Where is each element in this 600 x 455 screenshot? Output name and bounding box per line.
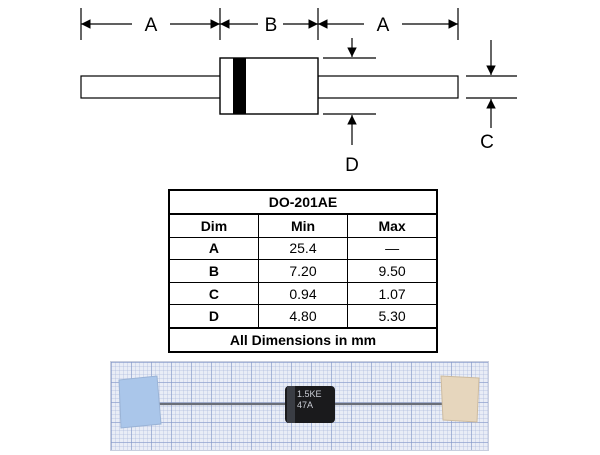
dimension-label-a-right: A: [377, 15, 390, 36]
cell-max: 9.50: [347, 259, 438, 283]
dimension-label-b: B: [265, 15, 278, 36]
lead-right: [317, 75, 459, 99]
cell-dim: B: [168, 259, 259, 283]
cell-min: 0.94: [257, 281, 349, 306]
photo-tape-right: [440, 375, 480, 423]
column-header-dim: Dim: [168, 213, 259, 238]
table-row: C 0.94 1.07: [168, 281, 438, 306]
table-row: A 25.4 —: [168, 236, 438, 261]
cell-dim: A: [168, 236, 259, 261]
dimension-label-c: C: [480, 132, 494, 153]
table-footer-row: All Dimensions in mm: [168, 327, 438, 353]
photo-diode-body: [285, 386, 335, 423]
component-photo: 1.5KE 47A: [110, 361, 489, 451]
cell-min: 7.20: [257, 259, 349, 283]
table-row: B 7.20 9.50: [168, 259, 438, 283]
photo-tape-left: [118, 375, 162, 429]
table-row: D 4.80 5.30: [168, 304, 438, 329]
cell-dim: D: [168, 304, 259, 329]
table-title: DO-201AE: [168, 189, 438, 215]
cell-max: 1.07: [347, 281, 438, 306]
table-title-row: DO-201AE: [168, 189, 438, 215]
photo-diode-band: [287, 386, 295, 423]
dimension-label-a-left: A: [145, 15, 158, 36]
column-header-min: Min: [257, 213, 349, 238]
dimension-d: [323, 38, 376, 145]
dimension-label-d: D: [345, 155, 359, 176]
lead-left: [80, 75, 222, 99]
dimension-c: [466, 40, 517, 128]
table-header-row: Dim Min Max: [168, 213, 438, 238]
cell-min: 25.4: [257, 236, 349, 261]
photo-marking-line1: 1.5KE: [297, 389, 322, 399]
cell-max: 5.30: [347, 304, 438, 329]
dimensions-table: DO-201AE Dim Min Max A 25.4 — B 7.20 9.5…: [168, 189, 438, 353]
cell-dim: C: [168, 281, 259, 306]
column-header-max: Max: [347, 213, 438, 238]
cell-max: —: [347, 236, 438, 261]
cathode-band: [233, 58, 246, 114]
table-footer: All Dimensions in mm: [168, 327, 438, 353]
photo-marking-line2: 47A: [297, 400, 313, 410]
cell-min: 4.80: [257, 304, 349, 329]
component-photo-illustration: 1.5KE 47A: [118, 375, 480, 429]
